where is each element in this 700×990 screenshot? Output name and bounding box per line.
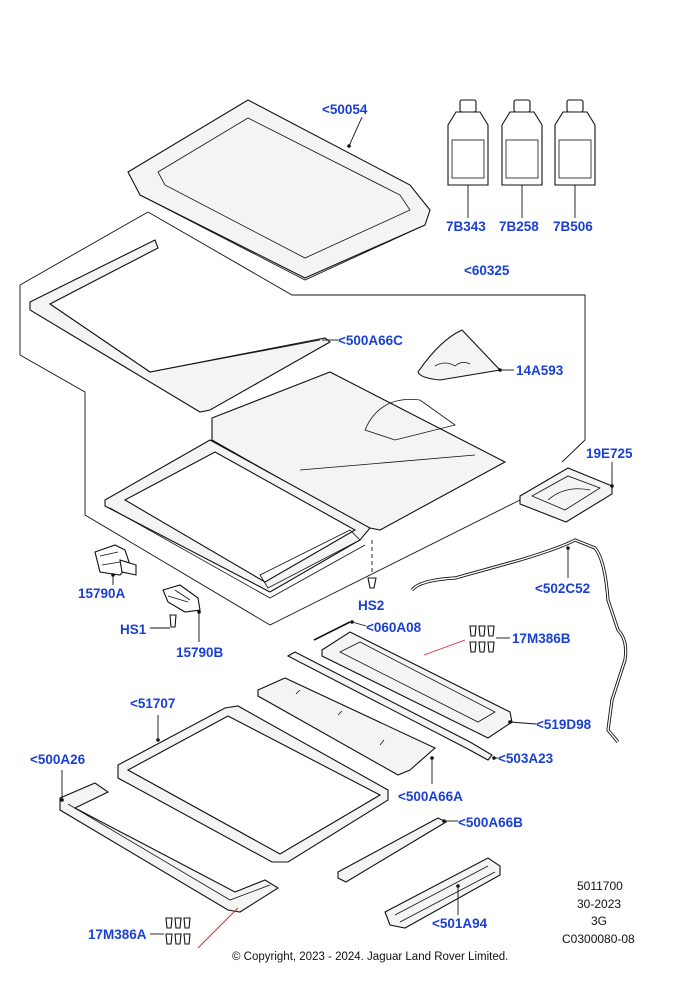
- part-15790A-motor[interactable]: [94, 544, 137, 577]
- label-15790A[interactable]: 15790A: [78, 586, 126, 601]
- label-51707[interactable]: <51707: [130, 696, 175, 711]
- part-7B258-fluid-bottle[interactable]: [501, 99, 543, 186]
- label-14A593[interactable]: 14A593: [516, 363, 564, 378]
- label-500A66A[interactable]: <500A66A: [398, 789, 463, 804]
- part-15790B-motor[interactable]: [162, 584, 201, 614]
- part-501A94-mechanism[interactable]: [384, 857, 501, 929]
- part-50054-glass-panel[interactable]: [127, 99, 431, 281]
- info-line-1: 5011700: [577, 879, 623, 893]
- leader-519D98: [509, 721, 537, 725]
- part-HS1-screw[interactable]: [169, 614, 177, 628]
- label-HS2[interactable]: HS2: [358, 598, 384, 613]
- part-503A23-seal[interactable]: [286, 651, 496, 761]
- leader-060A08: [351, 621, 367, 627]
- info-line-3: 3G: [591, 914, 607, 928]
- label-519D98[interactable]: <519D98: [536, 717, 592, 732]
- label-HS1[interactable]: HS1: [120, 622, 147, 637]
- part-sunroof-frame-assembly[interactable]: [104, 371, 507, 599]
- label-15790B[interactable]: 15790B: [176, 645, 224, 660]
- leader-50054: [348, 116, 363, 147]
- part-HS2-screw[interactable]: [367, 577, 377, 589]
- info-line-4: C0300080-08: [562, 932, 635, 946]
- part-7B506-fluid-bottle[interactable]: [554, 99, 596, 186]
- label-50054[interactable]: <50054: [322, 102, 368, 117]
- label-17M386B[interactable]: 17M386B: [512, 631, 571, 646]
- label-060A08[interactable]: <060A08: [366, 620, 422, 635]
- fastener-link-17M386B: [423, 639, 466, 656]
- part-502C52-drain-tube[interactable]: [410, 538, 628, 744]
- part-51707-seal-ring[interactable]: [117, 705, 389, 863]
- part-19E725-repair-kit[interactable]: [519, 467, 614, 523]
- part-500A66B-guide-rail[interactable]: [337, 817, 448, 883]
- label-500A66C[interactable]: <500A66C: [338, 333, 403, 348]
- part-roof-seal-strip[interactable]: [29, 239, 331, 413]
- label-500A66B[interactable]: <500A66B: [458, 815, 523, 830]
- label-502C52[interactable]: <502C52: [535, 581, 590, 596]
- label-500A26[interactable]: <500A26: [30, 752, 86, 767]
- label-17M386A[interactable]: 17M386A: [88, 927, 147, 942]
- label-7B258[interactable]: 7B258: [499, 219, 539, 234]
- assembly-group-outline: [19, 211, 586, 626]
- label-7B343[interactable]: 7B343: [446, 219, 486, 234]
- label-60325[interactable]: <60325: [464, 263, 510, 278]
- part-14A593-film[interactable]: [417, 329, 502, 381]
- label-501A94[interactable]: <501A94: [432, 916, 488, 931]
- info-line-2: 30-2023: [577, 897, 621, 911]
- part-7B343-fluid-bottle[interactable]: [447, 99, 489, 186]
- copyright-text: © Copyright, 2023 - 2024. Jaguar Land Ro…: [232, 951, 508, 963]
- label-503A23[interactable]: <503A23: [498, 751, 554, 766]
- part-17M386B-screws[interactable]: [469, 625, 495, 653]
- fastener-link-17M386A: [197, 907, 239, 949]
- label-7B506[interactable]: 7B506: [553, 219, 593, 234]
- label-19E725[interactable]: 19E725: [586, 446, 633, 461]
- part-17M386A-screws[interactable]: [165, 917, 191, 945]
- part-500A66A-wind-deflector[interactable]: [257, 677, 436, 776]
